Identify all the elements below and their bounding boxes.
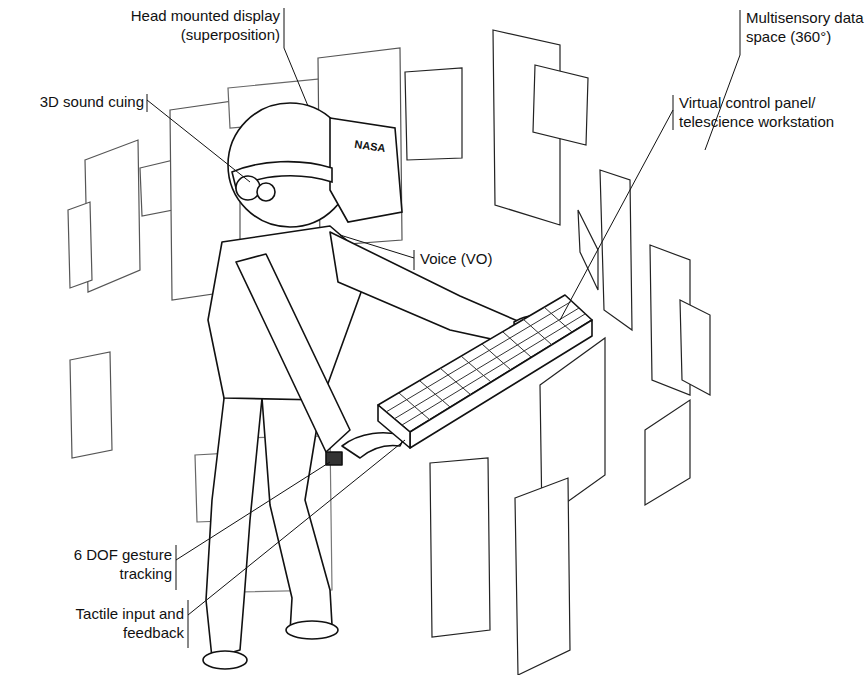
leader-lines xyxy=(147,8,740,648)
callout-label: Virtual control panel/ telescience works… xyxy=(679,93,865,131)
helmet xyxy=(228,103,402,227)
callout-label: Head mounted display (superposition) xyxy=(108,6,280,44)
callout-label: Multisensory data space (360°) xyxy=(746,8,864,46)
callout-label: 3D sound cuing xyxy=(4,92,144,111)
person-figure xyxy=(203,226,592,669)
callout-label: Tactile input and feedback xyxy=(40,604,184,642)
callout-label: Voice (VO) xyxy=(420,249,520,268)
callout-label: 6 DOF gesture tracking xyxy=(40,545,172,583)
keyboard-keys xyxy=(386,301,585,425)
